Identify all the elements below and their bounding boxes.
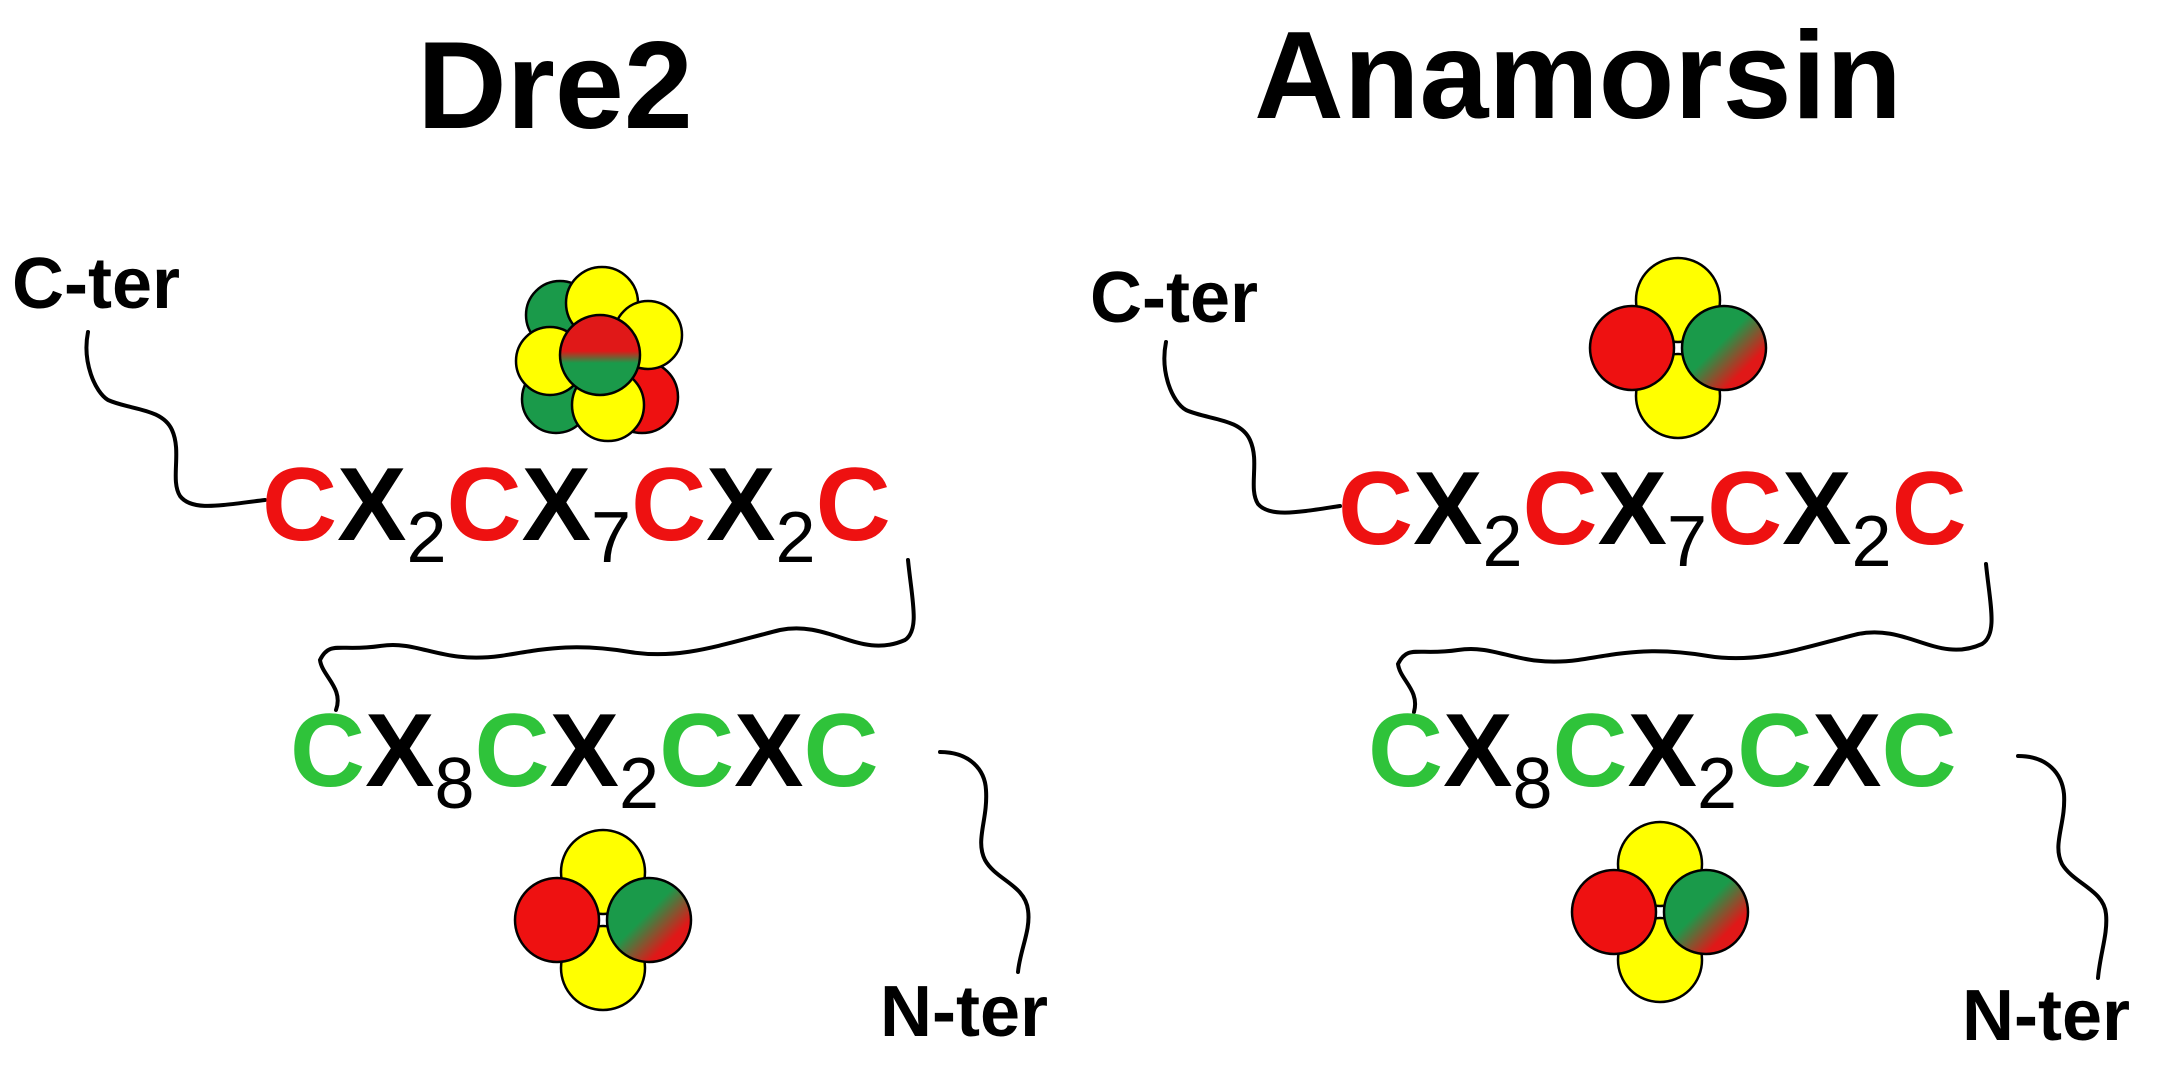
n-terminal-linker — [2016, 754, 2109, 980]
motif-residue: C — [1892, 451, 1967, 567]
motif-subscript: 2 — [776, 498, 816, 578]
motif-residue: C — [816, 447, 891, 563]
motif-residue: X — [522, 447, 591, 563]
motif-residue: X — [1413, 451, 1482, 567]
motif-residue: X — [337, 447, 406, 563]
motif-subscript: 7 — [1667, 502, 1707, 582]
motif-residue: X — [1628, 693, 1697, 809]
inter-motif-linker — [1395, 562, 1994, 714]
motif-residue: C — [447, 447, 522, 563]
motif-residue: X — [1782, 451, 1851, 567]
motif-residue: C — [1523, 451, 1598, 567]
panel-dre2: Dre2 C-ter CX2CX7CX2C CX8CX2CXC N-ter — [12, 17, 1048, 1052]
motif-residue: C — [631, 447, 706, 563]
top-cysteine-motif: CX2CX7CX2C — [1338, 451, 1967, 582]
c-terminus-label: C-ter — [12, 244, 180, 324]
panel-title: Dre2 — [417, 17, 693, 155]
motif-subscript: 2 — [1482, 502, 1522, 582]
motif-subscript: 2 — [619, 744, 659, 824]
panel-title: Anamorsin — [1254, 7, 1902, 145]
motif-residue: X — [1598, 451, 1667, 567]
motif-residue: C — [1737, 693, 1812, 809]
fe2s2-cluster-icon — [513, 828, 693, 1012]
motif-residue: C — [1882, 693, 1957, 809]
motif-residue: X — [550, 693, 619, 809]
motif-residue: C — [1368, 693, 1443, 809]
motif-subscript: 2 — [1697, 744, 1737, 824]
fe2s2-cluster-icon — [1570, 820, 1750, 1004]
c-terminus-label: C-ter — [1090, 258, 1258, 338]
motif-residue: C — [804, 693, 879, 809]
c-terminal-linker — [84, 330, 267, 508]
fe2s2-cluster-icon — [1588, 256, 1768, 440]
motif-residue: X — [1443, 693, 1512, 809]
motif-residue: X — [1812, 693, 1881, 809]
motif-residue: C — [475, 693, 550, 809]
motif-residue: C — [659, 693, 734, 809]
motif-residue: C — [1338, 451, 1413, 567]
motif-subscript: 2 — [406, 498, 446, 578]
motif-residue: C — [1553, 693, 1628, 809]
motif-residue: C — [1707, 451, 1782, 567]
n-terminus-label: N-ter — [1962, 976, 2130, 1056]
bottom-cysteine-motif: CX8CX2CXC — [1368, 693, 1957, 824]
motif-subscript: 8 — [434, 744, 474, 824]
motif-residue: C — [290, 693, 365, 809]
n-terminus-label: N-ter — [880, 972, 1048, 1052]
motif-residue: X — [706, 447, 775, 563]
top-cysteine-motif: CX2CX7CX2C — [262, 447, 891, 578]
bottom-cysteine-motif: CX8CX2CXC — [290, 693, 879, 824]
n-terminal-linker — [938, 750, 1031, 974]
motif-subscript: 8 — [1512, 744, 1552, 824]
motif-subscript: 2 — [1852, 502, 1892, 582]
motif-subscript: 7 — [591, 498, 631, 578]
panel-anamorsin: Anamorsin C-ter CX2CX7CX2C CX8CX2CXC N-t… — [1090, 7, 2130, 1056]
inter-motif-linker — [317, 558, 916, 712]
c-terminal-linker — [1162, 340, 1342, 515]
motif-residue: X — [734, 693, 803, 809]
motif-residue: X — [365, 693, 434, 809]
motif-residue: C — [262, 447, 337, 563]
fe4s4-cluster-icon — [514, 265, 684, 443]
